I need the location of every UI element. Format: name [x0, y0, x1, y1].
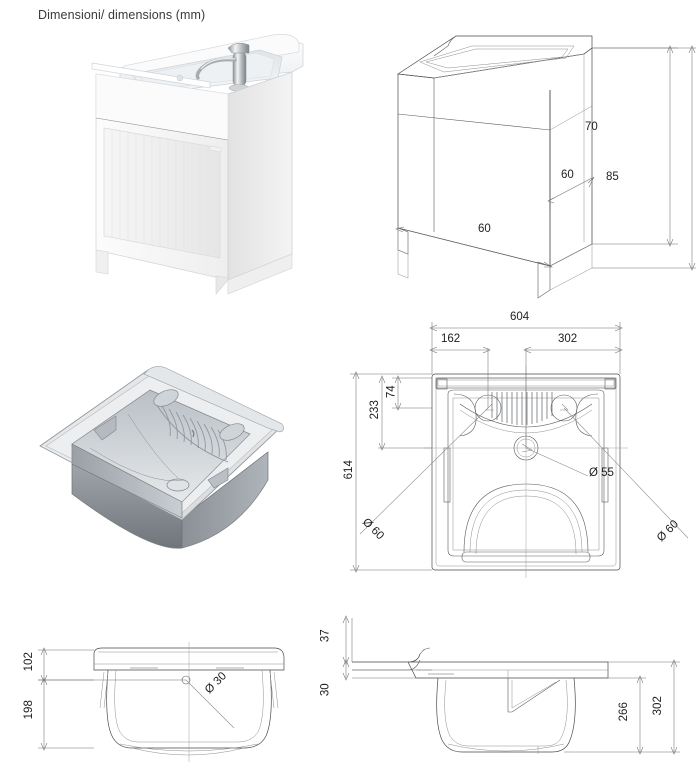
dim-front-198: 198	[22, 700, 35, 720]
dim-top-162: 162	[441, 333, 461, 345]
product-photo	[60, 22, 315, 297]
basin-render-3d	[32, 352, 322, 584]
dim-wireframe-depth-60: 60	[561, 169, 574, 181]
cabinet-wireframe-3d: 70 85 60 60	[378, 18, 700, 303]
dim-top-604: 604	[510, 311, 530, 323]
dim-side-266: 266	[617, 702, 630, 722]
dim-side-302: 302	[651, 696, 664, 716]
basin-front-section: 102 198 Ø 30	[8, 612, 320, 772]
callout-diameter-55: Ø 55	[589, 467, 614, 479]
dim-top-302: 302	[558, 333, 578, 345]
dim-side-30: 30	[319, 683, 332, 697]
dim-top-74: 74	[385, 385, 398, 399]
dim-top-233: 233	[368, 400, 381, 420]
dim-wireframe-70: 70	[585, 121, 598, 133]
dim-wireframe-width-60: 60	[478, 223, 491, 235]
dim-front-102: 102	[22, 652, 35, 672]
dim-side-37: 37	[319, 629, 332, 643]
page-title: Dimensioni/ dimensions (mm)	[38, 8, 206, 22]
basin-top-view: 604 162 302 74 233 614 Ø 55 Ø 60 Ø 60	[336, 308, 700, 590]
dim-wireframe-85: 85	[606, 171, 619, 183]
dim-top-614: 614	[342, 460, 355, 480]
basin-side-section: 37 30 266 302	[312, 606, 700, 776]
